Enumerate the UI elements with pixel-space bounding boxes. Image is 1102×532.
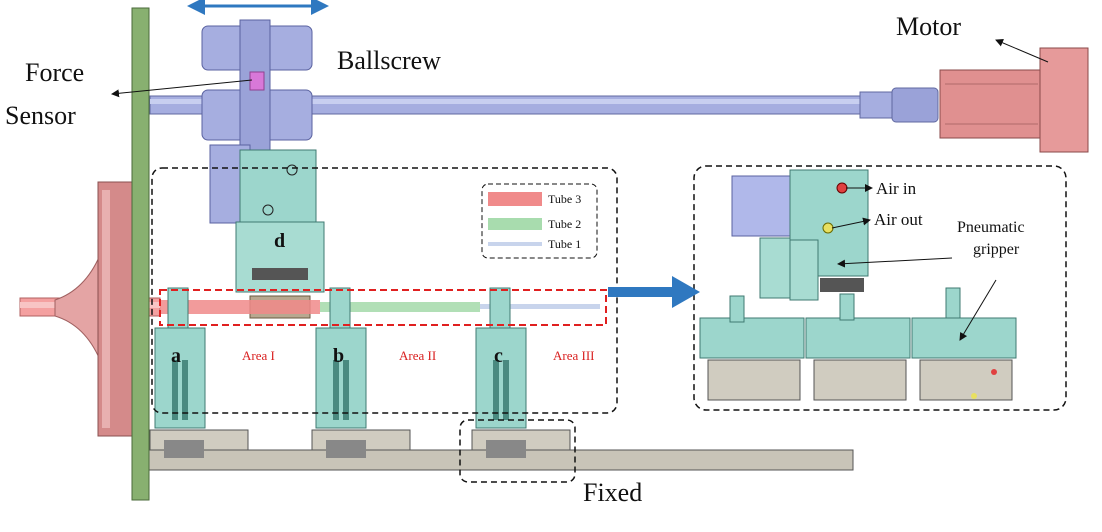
fixed-dashed-box [459, 419, 576, 483]
gripper-c-label: c [494, 345, 503, 367]
area-2-label: Area II [399, 348, 437, 363]
legend-swatch-tube3 [488, 192, 542, 206]
area-1-label: Area I [242, 348, 275, 363]
zoom-arrow [608, 276, 700, 308]
fixed-label: Fixed [583, 478, 643, 507]
pneumatic-label-2: gripper [973, 241, 1020, 258]
pneumatic-arrow-2 [959, 279, 997, 341]
legend-swatch-tube1 [488, 242, 542, 246]
gripper-b-body [311, 287, 411, 458]
motor-arrow [995, 39, 1049, 63]
area-3-label: Area III [553, 348, 595, 363]
zoom-dashed-box [693, 165, 1067, 411]
gripper-b-label: b [333, 345, 345, 367]
motor-label: Motor [896, 12, 961, 41]
legend-label-tube1: Tube 1 [548, 237, 582, 251]
air-out-label: Air out [874, 210, 923, 229]
force-sensor-label-1: Force [25, 58, 85, 87]
legend-swatch-tube2 [488, 218, 542, 230]
pneumatic-arrow-1 [837, 257, 953, 268]
gripper-d-body [235, 149, 325, 319]
zoom-detail [699, 169, 1017, 401]
gripper-a-label: a [171, 345, 181, 367]
pneumatic-label-1: Pneumatic [957, 219, 1025, 236]
force-sensor-label-2: Sensor [5, 101, 76, 130]
motor-body [939, 47, 1089, 153]
flange [54, 181, 137, 437]
gripper-c-body [471, 287, 571, 458]
force-sensor-arrow [111, 79, 253, 98]
air-in-label: Air in [876, 179, 917, 198]
legend-box [481, 183, 598, 259]
air-out-arrow [831, 217, 871, 229]
red-dashed-box [159, 289, 607, 326]
green-plate [131, 7, 150, 501]
legend-label-tube3: Tube 3 [548, 192, 582, 206]
tube-lines [160, 300, 600, 314]
gripper-a-body [149, 287, 249, 458]
ballscrew-label: Ballscrew [337, 46, 441, 75]
gripper-d-label: d [274, 230, 286, 252]
ballscrew-nut [201, 19, 313, 224]
ballscrew-shaft [149, 87, 939, 123]
legend-label-tube2: Tube 2 [548, 217, 582, 231]
